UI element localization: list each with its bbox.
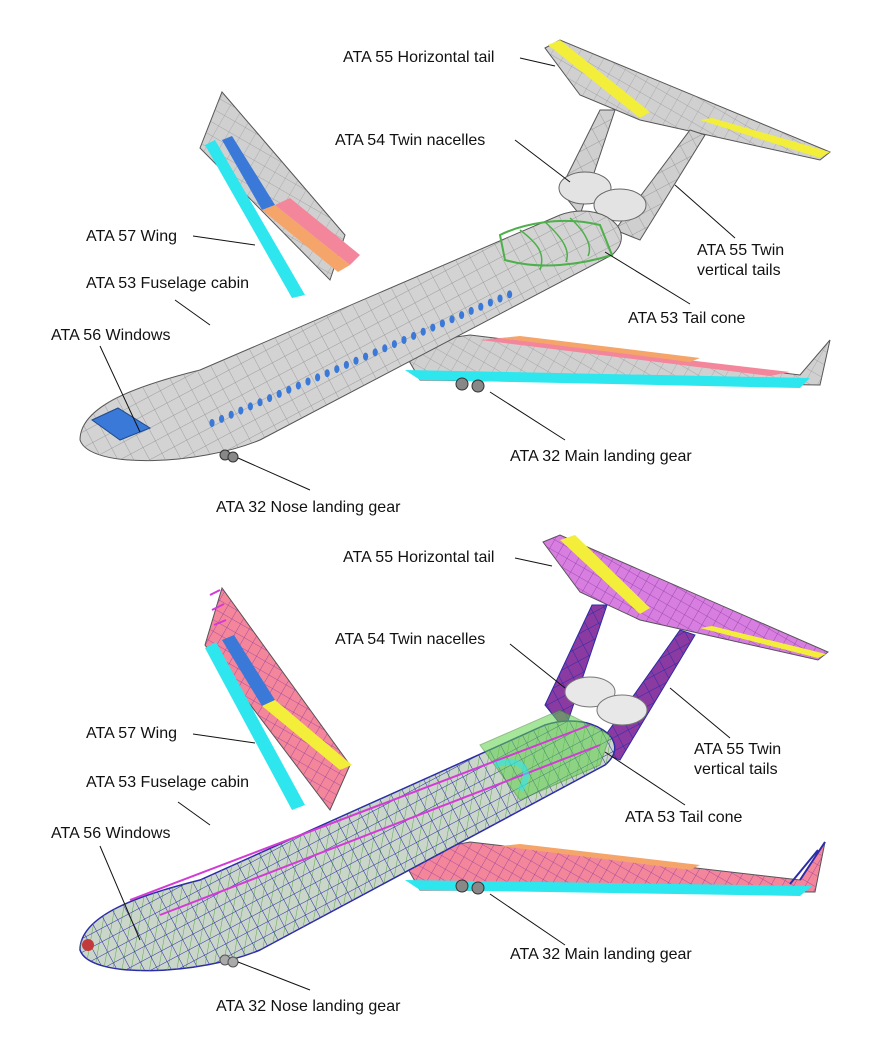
leader-vertical-tails: [674, 184, 736, 239]
cabin-window: [363, 352, 369, 361]
label-twin-nacelles: ATA 54 Twin nacelles: [335, 132, 486, 149]
label-main-landing-gear: ATA 32 Main landing gear: [510, 448, 692, 465]
cabin-window: [324, 369, 330, 378]
cabin-window: [487, 298, 493, 307]
label-nose-landing-gear: ATA 32 Nose landing gear: [216, 499, 401, 516]
leader-twin-nacelles: [514, 139, 571, 183]
label-twin-vertical-tails: ATA 55 Twin vertical tails: [694, 741, 782, 778]
twin-nacelles: [558, 171, 647, 222]
cabin-window: [449, 315, 455, 324]
cabin-window: [305, 377, 311, 386]
left-wing: [199, 91, 360, 298]
label-tail-cone: ATA 53 Tail cone: [628, 310, 746, 327]
horizontal-tail-structure: [542, 534, 829, 661]
structural-airframe-drawing: [79, 534, 829, 991]
cabin-window: [382, 344, 388, 353]
leader-wing: [192, 235, 256, 246]
label-horizontal-tail: ATA 55 Horizontal tail: [343, 549, 495, 566]
label-windows: ATA 56 Windows: [51, 825, 171, 842]
cabin-window: [401, 336, 407, 344]
horizontal-tail: [544, 39, 831, 161]
cabin-window: [247, 402, 253, 411]
label-twin-vertical-tails: ATA 55 Twin vertical tails: [697, 242, 785, 279]
structural-model-panel: ATA 55 Horizontal tail ATA 54 Twin nacel…: [0, 520, 883, 1025]
twin-vertical-tails-structure: [544, 604, 696, 761]
label-nose-landing-gear: ATA 32 Nose landing gear: [216, 998, 401, 1015]
cabin-window: [267, 394, 273, 403]
cabin-window: [343, 360, 349, 369]
leader-twin-nacelles: [509, 643, 566, 689]
cabin-window: [315, 373, 321, 382]
leader-nose-gear: [237, 961, 311, 991]
leader-windows: [99, 845, 141, 941]
leader-fuselage-cabin: [174, 299, 211, 326]
label-fuselage-cabin: ATA 53 Fuselage cabin: [86, 275, 250, 292]
windows: [209, 290, 513, 427]
leader-horizontal-tail: [514, 557, 553, 567]
leader-tail-cone: [604, 751, 686, 806]
cockpit-windows: [91, 407, 152, 441]
cabin-window: [209, 419, 215, 427]
cabin-window: [391, 340, 397, 349]
cabin-window: [228, 410, 234, 419]
leader-lines: [99, 57, 736, 491]
label-horizontal-tail: ATA 55 Horizontal tail: [343, 49, 495, 66]
cabin-window: [286, 385, 292, 394]
label-main-landing-gear: ATA 32 Main landing gear: [510, 946, 692, 963]
cabin-window: [468, 306, 474, 315]
leader-vertical-tails: [669, 687, 731, 739]
cabin-window: [420, 327, 426, 336]
cabin-window: [238, 406, 244, 415]
label-wing: ATA 57 Wing: [86, 228, 177, 245]
label-fuselage-cabin: ATA 53 Fuselage cabin: [86, 774, 250, 791]
main-landing-gear-structure: [455, 879, 485, 895]
cabin-window: [430, 323, 436, 332]
label-wing: ATA 57 Wing: [86, 725, 177, 742]
fuselage-structure: [79, 709, 616, 972]
leader-horizontal-tail: [519, 57, 556, 67]
leader-windows: [99, 345, 141, 433]
nose-landing-gear: [219, 449, 239, 463]
nose-landing-gear-structure: [219, 954, 239, 968]
surface-airframe-drawing: [79, 39, 831, 491]
main-landing-gear: [455, 377, 485, 393]
cabin-window: [439, 319, 445, 328]
cabin-window: [295, 381, 301, 390]
surface-model-panel: ATA 55 Horizontal tail ATA 54 Twin nacel…: [51, 39, 831, 516]
leader-fuselage-cabin: [177, 801, 211, 826]
leader-main-gear: [489, 893, 566, 946]
cabin-window: [353, 356, 359, 365]
cabin-window: [372, 348, 378, 357]
cabin-window: [497, 294, 503, 303]
leader-main-gear: [489, 391, 566, 441]
right-wing: [399, 334, 831, 388]
leader-lines-structure: [99, 557, 731, 991]
nose-cone-structure: [82, 939, 94, 951]
leader-tail-cone: [604, 251, 691, 305]
cabin-window: [478, 302, 484, 311]
cabin-window: [257, 398, 263, 407]
cabin-window: [219, 414, 225, 423]
fuselage: [79, 210, 622, 462]
label-tail-cone: ATA 53 Tail cone: [625, 809, 743, 826]
leader-wing: [192, 733, 256, 744]
label-twin-nacelles: ATA 54 Twin nacelles: [335, 631, 486, 648]
left-wing-structure: [204, 586, 352, 811]
label-windows: ATA 56 Windows: [51, 327, 171, 344]
twin-nacelles-structure: [564, 676, 648, 726]
cabin-window: [507, 290, 513, 299]
right-wing-structure: [399, 841, 826, 896]
cabin-window: [334, 365, 340, 374]
cabin-window: [276, 389, 282, 398]
cabin-window: [459, 311, 465, 320]
leader-nose-gear: [237, 457, 311, 491]
cabin-window: [411, 331, 417, 340]
